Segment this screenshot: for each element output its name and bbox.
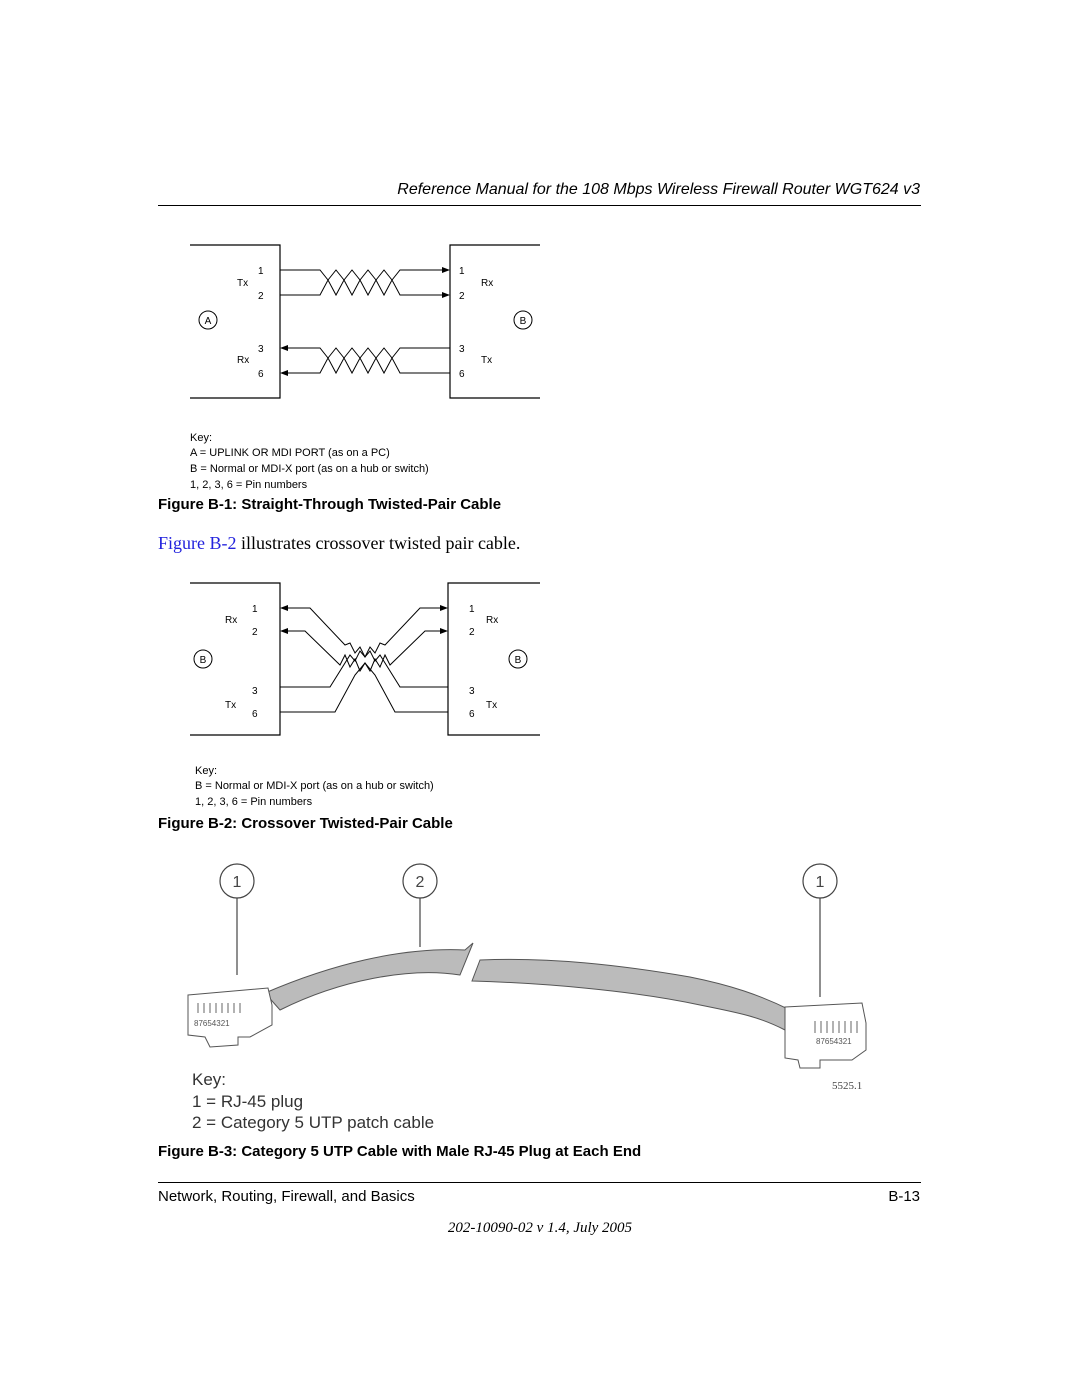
key-title: Key: [192, 1070, 226, 1089]
pin-6-right: 6 [459, 369, 465, 380]
port-b-left-label: B [200, 655, 207, 666]
utp-cable-diagram: 1 2 1 87654321 87654321 5525.1 Key: 1 = … [187, 863, 867, 1132]
key-line: 1, 2, 3, 6 = Pin numbers [190, 479, 308, 491]
figure-caption: Figure B-1: Straight-Through Twisted-Pai… [158, 496, 502, 513]
pin-6-left: 6 [252, 709, 258, 720]
pin-3-right: 3 [459, 344, 465, 355]
pin-2-right: 2 [469, 627, 475, 638]
pin-3-left: 3 [258, 344, 264, 355]
key-line: 1, 2, 3, 6 = Pin numbers [195, 796, 313, 808]
footer-rule [158, 1182, 921, 1183]
pin-order-right: 87654321 [816, 1037, 852, 1046]
pin-1-right: 1 [459, 266, 465, 277]
callout-1-left: 1 [233, 874, 242, 891]
pin-2-left: 2 [258, 291, 264, 302]
figure-number: 5525.1 [832, 1080, 862, 1092]
pin-6-left: 6 [258, 369, 264, 380]
pin-3-right: 3 [469, 686, 475, 697]
figure-caption: Figure B-2: Crossover Twisted-Pair Cable [158, 815, 453, 832]
pin-1-left: 1 [252, 604, 258, 615]
port-a-label: A [205, 316, 212, 327]
document-version: 202-10090-02 v 1.4, July 2005 [447, 1220, 633, 1236]
pin-3-left: 3 [252, 686, 258, 697]
right-top-signal: Rx [481, 278, 493, 289]
figure-link[interactable]: Figure B-2 [158, 533, 237, 553]
footer-section: Network, Routing, Firewall, and Basics [158, 1188, 415, 1205]
body-paragraph: Figure B-2 illustrates crossover twisted… [158, 533, 520, 554]
key-line: 2 = Category 5 UTP patch cable [192, 1113, 434, 1132]
header-rule [158, 205, 921, 206]
pin-6-right: 6 [469, 709, 475, 720]
key-line: A = UPLINK OR MDI PORT (as on a PC) [190, 447, 390, 459]
pin-2-left: 2 [252, 627, 258, 638]
pin-order-left: 87654321 [194, 1019, 230, 1028]
key-title: Key: [195, 765, 217, 777]
pin-1-right: 1 [469, 604, 475, 615]
left-bottom-signal: Rx [237, 355, 249, 366]
callout-1-right: 1 [816, 874, 825, 891]
straight-through-diagram: Tx Rx Rx Tx 1 2 3 6 1 2 3 6 A B Key: A =… [190, 244, 540, 491]
figure-caption: Figure B-3: Category 5 UTP Cable with Ma… [158, 1143, 642, 1160]
page-number: B-13 [888, 1188, 920, 1205]
port-b-label: B [520, 316, 527, 327]
left-top-signal: Rx [225, 615, 237, 626]
left-top-signal: Tx [237, 278, 248, 289]
pin-2-right: 2 [459, 291, 465, 302]
crossover-diagram: Rx Tx Rx Tx 1 2 3 6 1 2 3 6 B B Key: B =… [190, 582, 540, 808]
left-bottom-signal: Tx [225, 700, 236, 711]
right-bottom-signal: Tx [481, 355, 492, 366]
pin-1-left: 1 [258, 266, 264, 277]
key-line: 1 = RJ-45 plug [192, 1092, 303, 1111]
right-bottom-signal: Tx [486, 700, 497, 711]
running-header: Reference Manual for the 108 Mbps Wirele… [397, 181, 920, 198]
key-line: B = Normal or MDI-X port (as on a hub or… [195, 780, 434, 792]
port-b-right-label: B [515, 655, 522, 666]
right-top-signal: Rx [486, 615, 498, 626]
key-line: B = Normal or MDI-X port (as on a hub or… [190, 463, 429, 475]
callout-2: 2 [416, 874, 425, 891]
key-title: Key: [190, 432, 212, 444]
paragraph-text: illustrates crossover twisted pair cable… [236, 533, 521, 553]
